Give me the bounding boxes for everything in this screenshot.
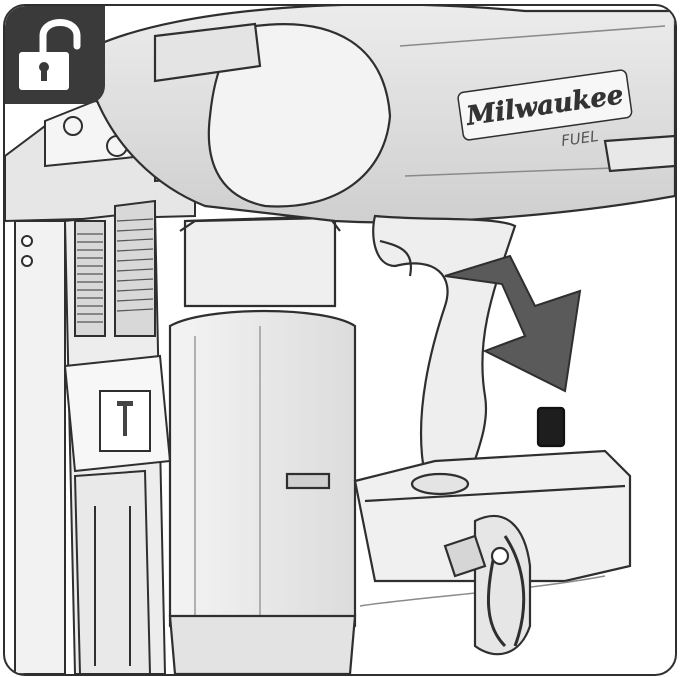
unlock-badge [5,6,105,104]
tool-head [93,6,675,224]
illustration-frame: Milwaukee FUEL [3,4,677,676]
unlock-icon [19,19,81,90]
battery-base [353,449,632,656]
magazine-rail [5,114,196,674]
motor-housing [168,214,357,674]
pointer-arrow [444,254,582,393]
nailer-illustration: Milwaukee FUEL [5,6,675,674]
product-line-text: FUEL [560,127,600,150]
